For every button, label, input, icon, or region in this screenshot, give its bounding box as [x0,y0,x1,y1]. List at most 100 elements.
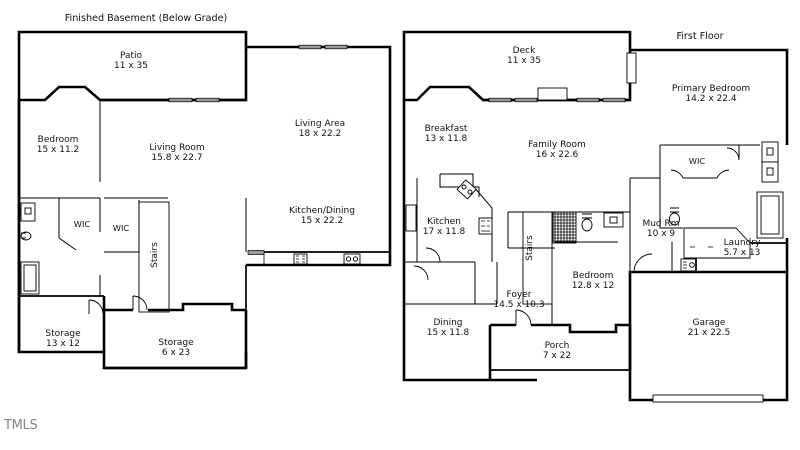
laundry-washer-detail [683,261,687,269]
primary-bath-tub-inner [760,195,780,235]
kitchen-dimensions: 17 x 11.8 [423,227,466,237]
first-floor-bedroom-label: Bedroom [573,271,614,281]
primary-bath-shower-wall [659,205,683,229]
basement-plan-title: Finished Basement (Below Grade) [65,13,228,24]
deck-label: Deck [513,46,536,56]
primary-bedroom-dimensions: 14.2 x 22.4 [685,94,736,104]
storage-door-swing-1 [88,299,104,315]
garage-door [652,394,764,403]
porch-dimensions: 7 x 22 [543,351,571,361]
patio-window-right [195,97,220,103]
first-floor-plan-group: Stairs First Floor Deck 11 x 35 Breakfas… [402,30,789,403]
dining-door-swing [413,265,429,281]
basement-bath-sink [20,202,36,222]
breakfast-label: Breakfast [425,124,468,134]
first-floor-wic-label: WIC [689,156,706,166]
kitchen-range-burners [481,220,490,232]
basement-bath-tub [20,261,40,295]
primary-bath-sink-2 [761,161,779,183]
laundry-dryer-drum-icon [689,262,695,268]
basement-bedroom-dimensions: 15 x 11.2 [37,145,80,155]
deck-window-2 [514,97,538,103]
basement-plan-group: Stairs Finished Basement (B [17,13,392,370]
deck-window-1 [488,97,512,103]
living-area-dimensions: 18 x 22.2 [299,129,342,139]
family-room-label: Family Room [528,140,585,150]
kitchen-range-icon [478,217,493,235]
tmls-watermark: TMLS [4,418,38,433]
deck-dimensions: 11 x 35 [507,56,541,66]
first-floor-plan-title: First Floor [676,31,723,42]
primary-bath-toilet-icon [669,207,680,226]
garage-label: Garage [693,318,726,328]
kitchen-window [405,204,417,232]
storage-door-swing-2 [132,295,148,311]
basement-storage-2-dimensions: 6 x 23 [162,348,190,358]
laundry-dimensions: 5.7 x 13 [724,248,761,258]
storage-6x23-outline [104,302,246,312]
mud-room-door-swing [633,253,653,273]
primary-bath-sink-1 [761,141,779,163]
basement-sink-bowl-left [345,256,352,262]
first-floor-stairs-label: Stairs [525,235,535,261]
basement-storage-1-dimensions: 13 x 12 [46,339,80,349]
foyer-label: Foyer [507,290,532,300]
foyer-dimensions: 14.5 x 10.3 [493,300,544,310]
basement-stairs-label: Stairs [150,242,160,268]
first-floor-right-envelope [630,48,789,145]
kitchen-label: Kitchen [427,217,461,227]
wic1-door-jamb [58,237,77,251]
first-floor-toilet-icon [581,213,593,232]
patio-dimensions: 11 x 35 [114,61,148,71]
basement-wic-2-label: WIC [113,223,130,233]
primary-bedroom-label: Primary Bedroom [672,84,750,94]
basement-bath-sink-basin-icon [24,207,32,215]
basement-stairs-box [138,201,170,313]
first-floor-vanity-sink [603,212,624,228]
porch-label: Porch [545,341,570,351]
deck-bay-window [537,87,568,101]
first-floor-stairs-box [522,211,553,305]
first-floor-shower [552,211,577,244]
living-area-label: Living Area [295,119,345,129]
kitchen-dining-window [247,250,265,255]
wic-door-swing [726,147,740,161]
dining-label: Dining [433,318,462,328]
kitchen-door-swing [425,247,441,263]
primary-bedroom-side-window [626,52,637,84]
mud-room-dimensions: 10 x 9 [647,229,676,239]
porch-front-door-swing [515,309,532,326]
first-floor-vanity-basin [609,216,618,224]
kitchen-island-sink-icon [456,179,477,200]
family-room-dimensions: 16 x 22.6 [536,150,579,160]
deck-window-4 [602,97,626,103]
kitchen-island-sink-bowl-1 [461,184,467,190]
basement-range-burners [296,255,305,263]
basement-range-icon [293,253,308,265]
basement-bath-toilet-icon [20,231,32,241]
dining-dimensions: 15 x 11.8 [427,328,470,338]
basement-wic-1-label: WIC [74,219,91,229]
porch-outline [490,323,630,334]
wic-inner-door-swing-2 [716,169,730,179]
basement-bedroom-label: Bedroom [38,135,79,145]
garage-dimensions: 21 x 22.5 [688,328,731,338]
basement-storage-2-label: Storage [158,338,194,348]
basement-sink-icon [343,253,361,265]
wic-inner-door-swing [670,169,684,179]
basement-top-window-right [324,44,348,50]
basement-sink-bowl-right [352,256,359,262]
first-floor-shower-hatch [553,212,576,243]
first-floor-left-envelope [402,100,537,382]
patio-window-left [168,97,193,103]
patio-outline [17,30,248,102]
kitchen-dining-label: Kitchen/Dining [289,206,355,216]
primary-bath-angled-shower [683,227,751,259]
primary-bath-sink-2-basin [766,167,774,176]
living-room-dimensions: 15.8 x 22.7 [151,153,202,163]
kitchen-dining-dimensions: 15 x 22.2 [301,216,344,226]
kitchen-island-sink-bowl-2 [467,189,473,195]
